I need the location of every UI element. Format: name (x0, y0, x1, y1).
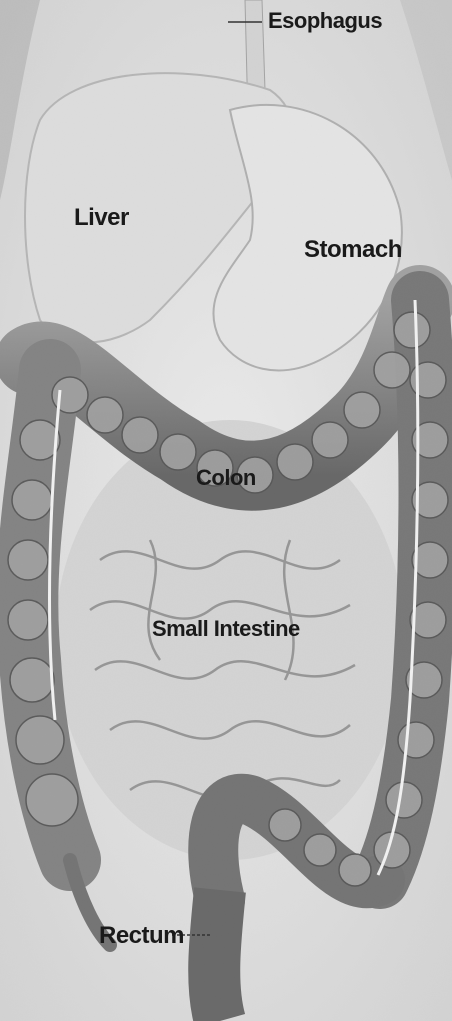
liver-label: Liver (74, 204, 129, 232)
esophagus-label: Esophagus (268, 8, 382, 34)
stomach-label: Stomach (304, 236, 402, 264)
colon-label: Colon (196, 465, 256, 491)
small-intestine-label: Small Intestine (152, 616, 300, 642)
rectum-label: Rectum (99, 922, 184, 950)
